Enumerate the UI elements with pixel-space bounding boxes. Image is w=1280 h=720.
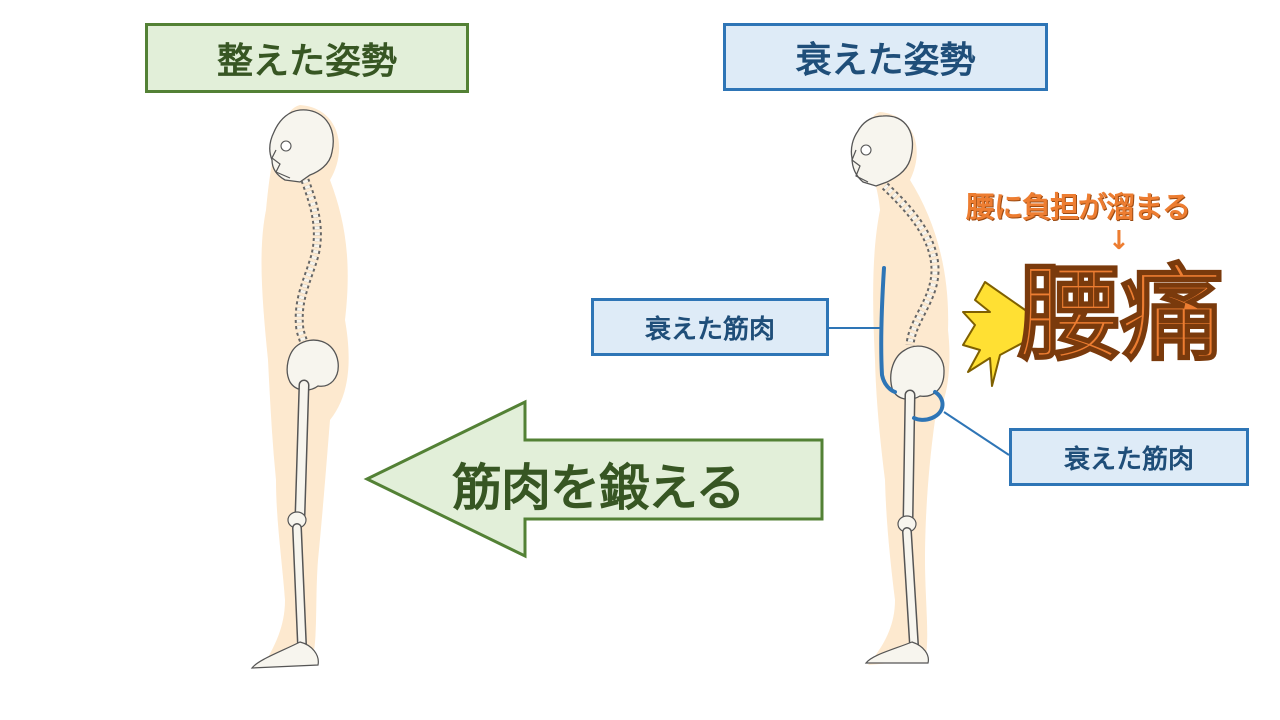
pelvis-left	[286, 339, 339, 391]
bad-posture-title: 衰えた姿勢	[723, 23, 1048, 91]
weak-gluteal-line	[912, 390, 945, 422]
skull-left	[269, 109, 334, 183]
foot-left	[250, 641, 319, 669]
back-pain-text: 腰痛	[1017, 253, 1225, 375]
down-arrow-icon: ↓	[1108, 226, 1130, 256]
weak-abdominal-line	[879, 266, 897, 394]
pelvis-right	[890, 345, 945, 400]
weak-muscle-label-upper: 衰えた筋肉	[591, 298, 829, 356]
bad-posture-figure	[829, 112, 1010, 665]
weak-muscle-label-lower: 衰えた筋肉	[1009, 428, 1249, 486]
good-posture-title: 整えた姿勢	[145, 23, 469, 93]
good-posture-figure	[250, 105, 349, 669]
train-muscle-arrow	[363, 399, 824, 559]
leader-line-lower	[943, 411, 1010, 456]
train-muscle-text: 筋肉を鍛える	[452, 459, 745, 517]
burden-text: 腰に負担が溜まる	[966, 190, 1191, 224]
foot-right	[864, 641, 929, 664]
pain-burst-icon	[962, 281, 1029, 387]
skull-right	[850, 115, 914, 187]
